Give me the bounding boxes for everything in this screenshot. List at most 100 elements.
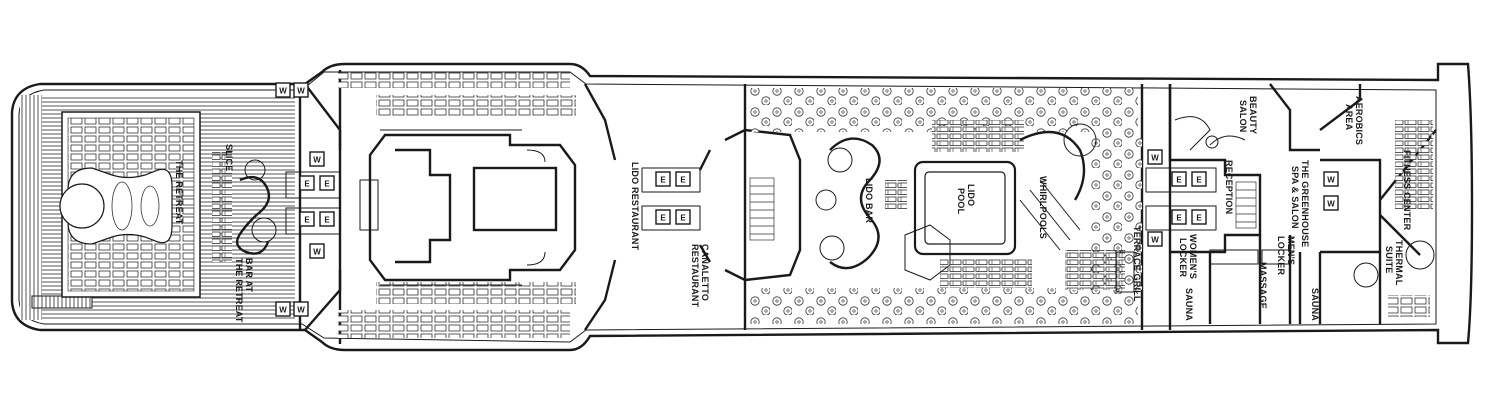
label-beauty-salon: BEAUTY SALON — [1238, 96, 1258, 134]
svg-text:W: W — [1151, 236, 1159, 245]
label-lido-pool: LIDO POOL — [956, 184, 976, 215]
svg-text:LIDO: LIDO — [966, 184, 976, 206]
svg-text:THERMAL: THERMAL — [1394, 240, 1404, 286]
svg-text:W: W — [1327, 176, 1335, 185]
elevator-mid-1: E — [655, 171, 671, 187]
elevator-aft-2: E — [319, 175, 335, 191]
label-fitness-center: FITNESS CENTER — [1402, 150, 1412, 231]
svg-text:E: E — [660, 176, 666, 185]
svg-text:RESTAURANT: RESTAURANT — [690, 244, 700, 308]
svg-text:RECEPTION: RECEPTION — [1224, 160, 1234, 214]
hull-outline — [10, 62, 1474, 352]
elevator-mid-2: E — [675, 171, 691, 187]
washroom-aft-bottom-2: W — [293, 301, 309, 317]
aft-deck-sidebar — [20, 95, 42, 320]
elevator-fwd-4: E — [1191, 209, 1207, 225]
svg-text:WOMEN'S: WOMEN'S — [1188, 234, 1198, 279]
svg-text:E: E — [304, 216, 310, 225]
core-service-aft — [285, 171, 341, 235]
svg-text:BAR AT: BAR AT — [244, 258, 254, 292]
elevator-mid-3: E — [655, 209, 671, 225]
svg-text:TERRACE GRILL: TERRACE GRILL — [1132, 226, 1142, 302]
lido-seating-top — [376, 95, 576, 117]
svg-text:MEN'S: MEN'S — [1286, 236, 1296, 265]
label-massage: MASSAGE — [1258, 262, 1268, 309]
svg-text:CANALETTO: CANALETTO — [700, 244, 710, 301]
svg-text:W: W — [279, 306, 287, 315]
washroom-fitness-1: W — [1323, 171, 1339, 187]
label-bar-at-the-retreat: BAR AT THE RETREAT — [234, 258, 254, 323]
dining-seating-top — [338, 72, 570, 88]
label-greenhouse-spa: THE GREENHOUSE SPA & SALON — [1290, 160, 1310, 247]
elevator-aft-4: E — [319, 211, 335, 227]
dining-seating-bottom — [338, 310, 570, 338]
core-service-mid — [641, 167, 701, 231]
svg-text:SAUNA: SAUNA — [1184, 288, 1194, 321]
spa-walls — [1168, 83, 1437, 324]
svg-text:POOL: POOL — [956, 188, 966, 215]
label-lido-bar: LIDO BAR — [864, 178, 874, 223]
svg-text:LOCKER: LOCKER — [1276, 236, 1286, 276]
svg-text:E: E — [1176, 176, 1182, 185]
svg-text:LIDO RESTAURANT: LIDO RESTAURANT — [630, 162, 640, 251]
lido-pool — [885, 120, 1032, 288]
svg-text:W: W — [279, 87, 287, 96]
stairwell-mid — [698, 128, 802, 282]
svg-text:BEAUTY: BEAUTY — [1248, 96, 1258, 134]
label-sauna-right: SAUNA — [1310, 288, 1320, 321]
elevator-fwd-1: E — [1171, 171, 1187, 187]
elevator-mid-4: E — [675, 209, 691, 225]
washroom-aft-top-2: W — [293, 82, 309, 98]
washroom-fwd-1: W — [1147, 149, 1163, 165]
label-the-retreat: THE RETREAT — [174, 160, 184, 225]
elevator-fwd-2: E — [1191, 171, 1207, 187]
washroom-aft-mid-1: W — [309, 151, 325, 167]
svg-text:E: E — [1176, 214, 1182, 223]
lido-bar — [815, 137, 881, 270]
svg-text:W: W — [297, 306, 305, 315]
svg-text:W: W — [1151, 154, 1159, 163]
label-mens-locker: MEN'S LOCKER — [1276, 236, 1296, 276]
label-reception: RECEPTION — [1224, 160, 1234, 214]
lido-restaurant-buffet — [359, 129, 577, 286]
svg-text:THE RETREAT: THE RETREAT — [234, 258, 244, 323]
label-slice: SLICE — [224, 144, 234, 172]
label-aerobics-area: AEROBICS AREA — [1344, 96, 1364, 145]
label-womens-locker: WOMEN'S LOCKER — [1178, 234, 1198, 279]
svg-text:E: E — [660, 214, 666, 223]
label-whirlpools: WHIRLPOOLS — [1038, 176, 1048, 239]
label-thermal-suite: THERMAL SUITE — [1384, 240, 1404, 286]
svg-text:E: E — [304, 180, 310, 189]
svg-text:AEROBICS: AEROBICS — [1354, 96, 1364, 145]
svg-text:SUITE: SUITE — [1384, 246, 1394, 274]
washroom-fwd-2: W — [1147, 231, 1163, 247]
washroom-fitness-2: W — [1323, 195, 1339, 211]
bar-at-the-retreat — [212, 152, 277, 262]
svg-text:AREA: AREA — [1344, 104, 1354, 131]
label-canaletto-restaurant: CANALETTO RESTAURANT — [690, 244, 710, 308]
svg-text:SALON: SALON — [1238, 100, 1248, 133]
svg-text:SPA & SALON: SPA & SALON — [1290, 166, 1300, 229]
lido-seating-bottom — [376, 282, 576, 304]
svg-text:W: W — [297, 87, 305, 96]
label-sauna-left: SAUNA — [1184, 288, 1194, 321]
svg-text:THE RETREAT: THE RETREAT — [174, 160, 184, 225]
svg-text:THE GREENHOUSE: THE GREENHOUSE — [1300, 160, 1310, 247]
svg-text:MASSAGE: MASSAGE — [1258, 262, 1268, 309]
label-lido-restaurant: LIDO RESTAURANT — [630, 162, 640, 251]
svg-text:LOCKER: LOCKER — [1178, 238, 1188, 278]
washroom-aft-bottom: W — [275, 301, 291, 317]
elevator-fwd-3: E — [1171, 209, 1187, 225]
elevator-aft-1: E — [299, 175, 315, 191]
svg-text:WHIRLPOOLS: WHIRLPOOLS — [1038, 176, 1048, 239]
pool-deck-plants-bottom — [748, 288, 1138, 324]
svg-text:W: W — [313, 156, 321, 165]
label-terrace-grill: TERRACE GRILL — [1132, 226, 1142, 302]
elevator-aft-3: E — [299, 211, 315, 227]
core-service-fwd — [1145, 167, 1217, 231]
svg-text:E: E — [324, 216, 330, 225]
svg-text:E: E — [1196, 214, 1202, 223]
terrace-grill — [1115, 251, 1135, 293]
svg-text:SAUNA: SAUNA — [1310, 288, 1320, 321]
